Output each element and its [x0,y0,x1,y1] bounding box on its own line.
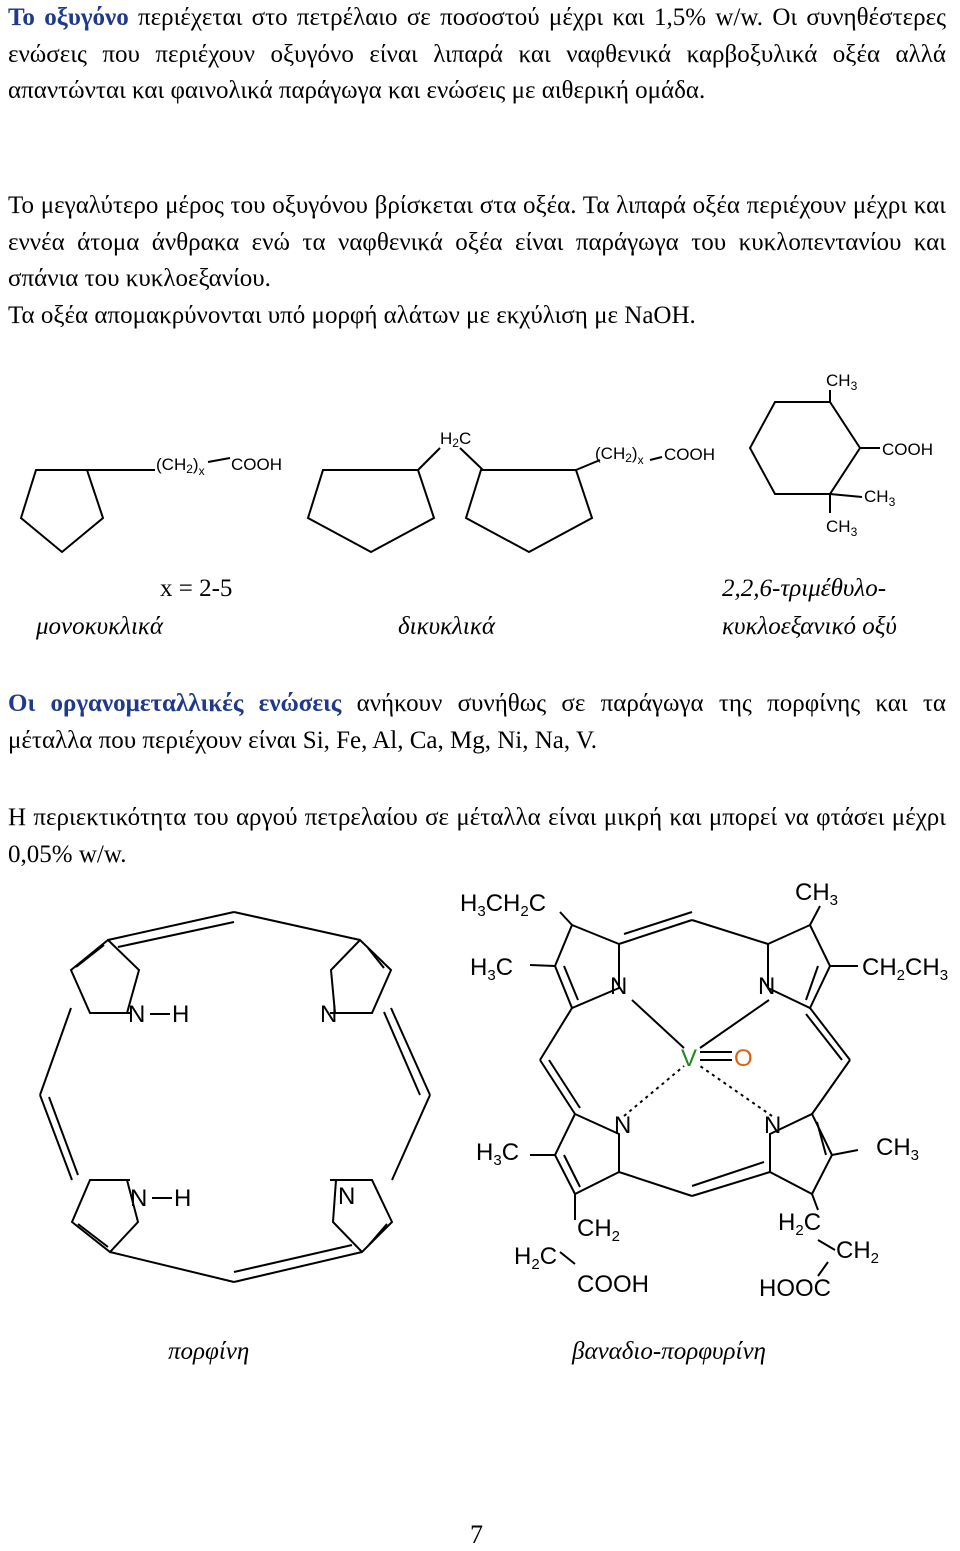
vp-vanadium: V [681,1045,697,1072]
ch2x-label: (CH2)x [156,455,205,478]
bicyclic-caption: δικυκλικά [398,613,495,640]
cooh-label-bi: COOH [664,445,715,464]
paragraph-organometallic: Οι οργανομεταλλικές ενώσεις ανήκουν συνή… [8,686,946,759]
paragraph-acids: Το μεγαλύτερο μέρος του οξυγόνου βρίσκετ… [8,188,946,298]
paragraph-text: ανήκουν συνήθως σε παράγωγα της πορφίνης… [8,690,946,754]
highlight-organometallic: Οι οργανομεταλλικές ενώσεις [8,690,342,717]
vp-n-br: N [764,1112,781,1139]
vanadyl-porphyrin-caption: βαναδιο-πορφυρίνη [572,1338,766,1365]
porphine-nh-bottom-h: H [174,1185,191,1212]
vp-pyrrole-br [769,1112,834,1196]
vp-ch2ch3-label: CH2CH3 [862,954,948,984]
cooh-label-tri: COOH [882,440,933,459]
vp-h3ch2c-label: H3CH2C [460,890,546,920]
naphthenic-acids-figure: (CH2)x COOH H2C (CH2)x COOH CH3 COOH CH3… [19,371,933,554]
pyrrole-ring-bl [70,1179,140,1254]
vp-cooh-label: COOH [577,1271,649,1298]
porphine-nh-bottom-n: N [130,1185,147,1212]
porphine-n-top: N [320,1001,337,1028]
vp-pyrrole-bl [553,1112,620,1196]
h2c-label: H2C [440,429,471,450]
pyrrole-ring-tl [69,938,141,1014]
vp-h2c-right-label: H2C [778,1209,821,1239]
porphine-n-bottom: N [338,1183,355,1210]
porphine-nh-top-n: N [128,1001,145,1028]
cyclopentane-ring-mono [19,469,105,554]
porphine-caption: πορφίνη [168,1338,250,1365]
vp-ch2-left-label: CH2 [577,1215,620,1245]
page-number: 7 [470,1520,483,1549]
ch3-right-label: CH3 [864,487,896,509]
vp-ch3-top-label: CH3 [795,879,838,909]
cyclopentane-ring-left [306,469,436,554]
vp-ch3-br-label: CH3 [876,1134,919,1164]
vp-n-tl: N [610,973,627,1000]
vp-n-bl: N [614,1112,631,1139]
cooh-label: COOH [231,455,282,474]
vp-n-tr: N [758,973,775,1000]
cyclopentane-ring-right [464,469,594,554]
paragraph-text: Τα οξέα απομακρύνονται υπό μορφή αλάτων … [8,302,696,329]
vp-pyrrole-tr [767,923,832,1010]
paragraph-text: Η περιεκτικότητα του αργού πετρελαίου σε… [8,804,946,868]
paragraph-oxygen-content: Το οξυγόνο περιέχεται στο πετρέλαιο σε π… [8,0,946,110]
paragraph-text: Το μεγαλύτερο μέρος του οξυγόνου βρίσκετ… [8,192,946,293]
paragraph-metal-content: Η περιεκτικότητα του αργού πετρελαίου σε… [8,800,946,873]
x-range-label: x = 2-5 [160,575,233,602]
vp-h3c-bl-label: H3C [476,1139,519,1169]
vp-ch2-right-label: CH2 [836,1237,879,1267]
vp-hooc-label: HOOC [759,1275,831,1302]
paragraph-text: περιέχεται στο πετρέλαιο σε ποσοστού μέχ… [8,4,947,105]
vp-h3c-left-label: H3C [470,954,513,984]
ch2x-label-bi: (CH2)x [595,444,644,467]
trimethyl-caption-1: 2,2,6-τριμέθυλο- [722,575,887,602]
monocyclic-caption: μονοκυκλικά [36,613,164,640]
paragraph-naoh: Τα οξέα απομακρύνονται υπό μορφή αλάτων … [8,298,946,335]
ch3-bottom-label: CH3 [826,517,858,539]
highlight-oxygen: Το οξυγόνο [8,4,129,31]
vp-h2c-left-label: H2C [514,1243,557,1273]
vp-pyrrole-tl [553,923,620,1010]
porphine-nh-top-h: H [172,1001,189,1028]
pyrrole-ring-tr [329,938,393,1014]
vp-oxygen: O [734,1045,753,1072]
trimethyl-caption-2: κυκλοεξανικό οξύ [722,613,897,640]
ch3-top-label: CH3 [826,371,858,393]
